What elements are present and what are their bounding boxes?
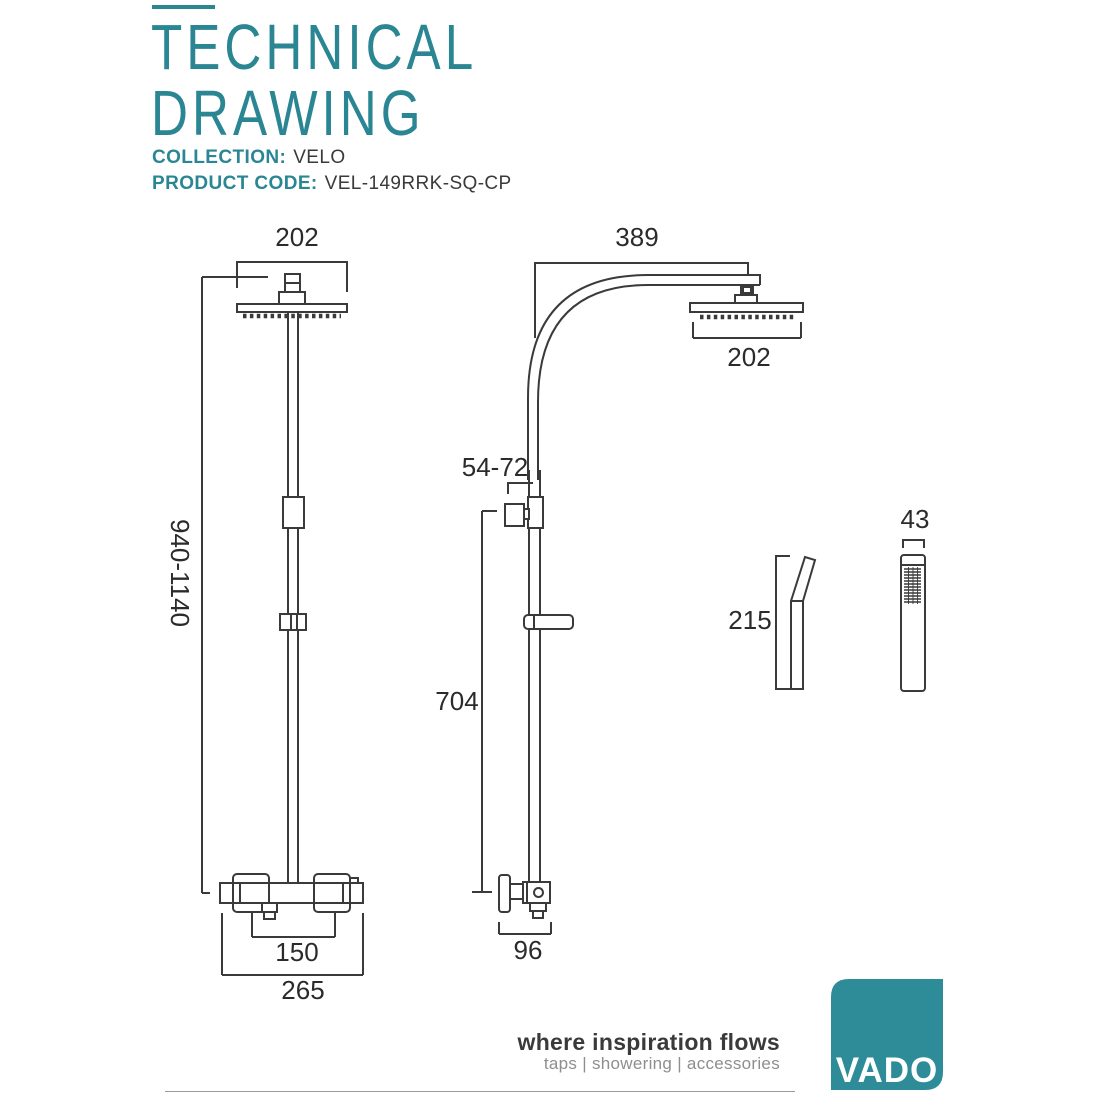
dim-line-front-height bbox=[201, 276, 268, 894]
vado-logo-box bbox=[831, 979, 943, 1090]
valve-tab bbox=[349, 877, 359, 884]
dim-front-handle-spacing: 150 bbox=[275, 937, 318, 967]
valve-stem bbox=[509, 883, 524, 900]
dim-side-rail-length: 704 bbox=[435, 686, 478, 716]
front-valve bbox=[219, 873, 364, 920]
handset-body bbox=[900, 554, 926, 692]
dim-bracket-389 bbox=[534, 262, 749, 338]
head-plate bbox=[689, 302, 804, 313]
valve-screw bbox=[533, 887, 544, 898]
dim-bracket-96 bbox=[498, 922, 552, 935]
page-title-line2: DRAWING bbox=[151, 77, 425, 149]
front-riser-sleeve bbox=[282, 496, 305, 529]
handset-profile bbox=[790, 555, 817, 690]
dim-bracket-front-202 bbox=[236, 261, 348, 292]
valve-outlet-tip bbox=[532, 910, 544, 919]
side-riser-and-arm bbox=[527, 274, 761, 883]
wall-bracket-plate bbox=[504, 503, 525, 527]
dim-bracket-150 bbox=[251, 913, 336, 938]
dim-handset-length: 215 bbox=[728, 605, 771, 635]
dim-bracket-215 bbox=[775, 555, 790, 690]
product-code-label: PRODUCT CODE: bbox=[152, 173, 318, 194]
collection-value: VELO bbox=[293, 147, 346, 168]
head-connector-base bbox=[278, 291, 306, 305]
footer-tagline: where inspiration flows bbox=[517, 1029, 780, 1055]
handset-front-view: 43 bbox=[900, 504, 930, 692]
valve-outlet bbox=[529, 902, 547, 912]
dim-front-head-width: 202 bbox=[275, 222, 318, 252]
collection-label: COLLECTION: bbox=[152, 147, 287, 168]
front-slider-bracket bbox=[279, 613, 307, 631]
front-view: 202 940-1140 bbox=[165, 222, 364, 1005]
head-connector-base bbox=[734, 294, 758, 304]
valve-body-bar bbox=[219, 882, 364, 904]
dim-front-valve-width: 265 bbox=[281, 975, 324, 1005]
product-code-row: PRODUCT CODE: VEL-149RRK-SQ-CP bbox=[152, 173, 512, 195]
collection-row: COLLECTION: VELO bbox=[152, 147, 346, 169]
side-slider-holder bbox=[523, 614, 574, 630]
dim-bracket-265 bbox=[221, 913, 364, 976]
dim-side-bracket-range: 54-72 bbox=[462, 452, 529, 482]
dim-bracket-54-72 bbox=[507, 482, 533, 494]
handset-side-view: 215 bbox=[728, 555, 817, 690]
vado-logo-text: VADO bbox=[836, 1051, 939, 1090]
head-plate bbox=[236, 303, 348, 313]
valve-left-handle bbox=[232, 873, 270, 913]
valve-outlet-tip bbox=[263, 911, 276, 920]
valve-outlet bbox=[261, 902, 278, 913]
front-shower-head bbox=[236, 273, 348, 319]
page-title-line1: TECHNICAL bbox=[151, 11, 478, 83]
dim-bracket-side-202 bbox=[692, 322, 802, 339]
vado-logo: VADO bbox=[831, 979, 943, 1090]
side-view: 389 54-72 704 bbox=[435, 222, 804, 965]
side-shower-head bbox=[689, 284, 804, 320]
title-accent-rule bbox=[152, 5, 215, 9]
footer-rule bbox=[165, 1091, 795, 1092]
valve-right-handle bbox=[313, 873, 351, 913]
footer-categories: taps | showering | accessories bbox=[543, 1054, 780, 1073]
valve-handle-profile bbox=[498, 874, 511, 913]
dim-side-arm-reach: 389 bbox=[615, 222, 658, 252]
dim-side-head-width: 202 bbox=[727, 342, 770, 372]
dim-line-704 bbox=[472, 510, 497, 893]
dim-side-valve-depth: 96 bbox=[514, 935, 543, 965]
dim-front-height-range: 940-1140 bbox=[165, 519, 195, 627]
handset-spray-face bbox=[904, 567, 921, 604]
front-riser-pipe bbox=[279, 312, 307, 883]
valve-body bbox=[526, 881, 551, 904]
side-riser-sleeve bbox=[527, 496, 544, 529]
dim-bracket-43 bbox=[902, 539, 925, 548]
side-valve bbox=[498, 874, 551, 919]
wall-bracket bbox=[504, 503, 530, 527]
dim-handset-width: 43 bbox=[901, 504, 930, 534]
product-code-value: VEL-149RRK-SQ-CP bbox=[324, 173, 512, 194]
